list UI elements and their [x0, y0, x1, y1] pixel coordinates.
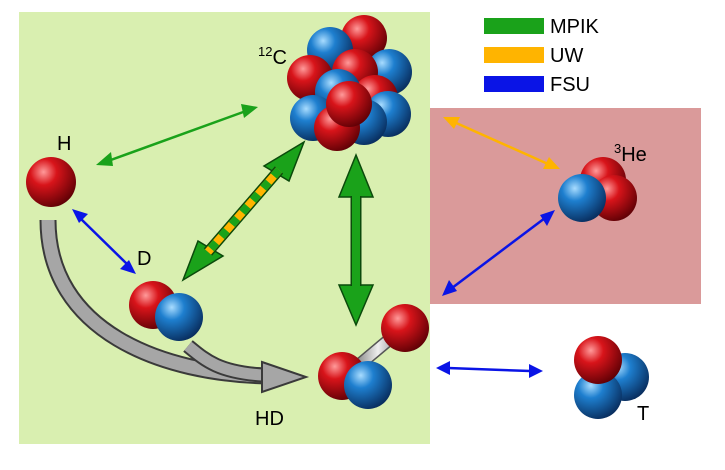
- legend-label-mpik: MPIK: [550, 16, 600, 38]
- c12-nucleus: [287, 15, 412, 151]
- d-label: D: [137, 248, 151, 270]
- hd-label: HD: [255, 408, 284, 430]
- legend-swatch-uw: [484, 47, 544, 63]
- h-label: H: [57, 133, 71, 155]
- gray-arrowhead: [261, 360, 310, 394]
- arrow-c12-hd-mpik: [337, 153, 375, 327]
- arrow-h-c12-mpik: [96, 104, 258, 166]
- t-label: T: [637, 403, 649, 425]
- legend-label-uw: UW: [550, 45, 583, 67]
- he3-label: 3He: [614, 141, 647, 166]
- t-nucleus: [574, 336, 649, 419]
- gray-arrow-d-to-hd: [183, 340, 263, 383]
- c12-label: 12C: [258, 44, 287, 69]
- legend: MPIK UW FSU: [484, 16, 600, 96]
- legend-label-fsu: FSU: [550, 74, 590, 96]
- d-nucleus: [129, 281, 203, 341]
- arrow-h-d-fsu: [72, 209, 136, 274]
- arrow-he3-t-fsu: [442, 210, 555, 296]
- legend-swatch-mpik: [484, 18, 544, 34]
- arrow-hd-t-fsu: [436, 361, 543, 378]
- he3-nucleus: [558, 157, 637, 222]
- hd-molecule: [318, 304, 429, 409]
- legend-swatch-fsu: [484, 76, 544, 92]
- h-proton: [26, 157, 76, 207]
- arrow-c12-he3-uw: [443, 117, 560, 169]
- arrow-d-c12-mpik-uw: [181, 140, 306, 282]
